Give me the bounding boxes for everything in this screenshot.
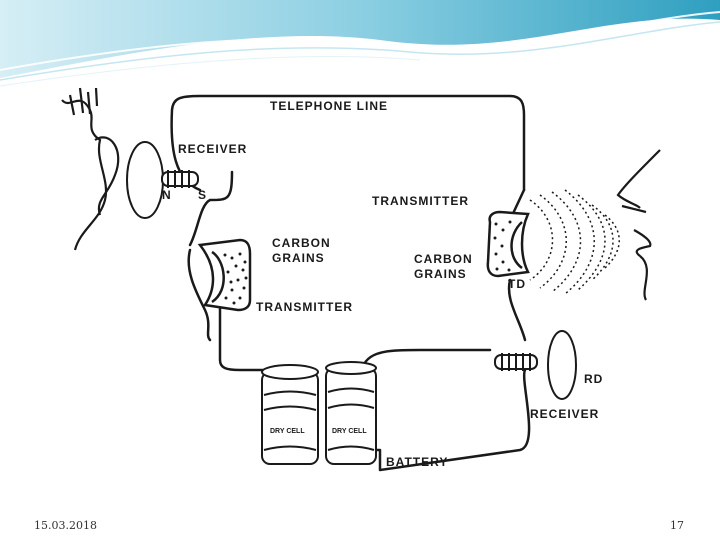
right-receiver-label: RECEIVER	[530, 407, 599, 421]
slide-page-number: 17	[670, 519, 684, 532]
header-wave-decoration	[0, 0, 720, 87]
right-carbon-label: CARBON	[414, 252, 473, 266]
slide-date: 15.03.2018	[34, 519, 97, 532]
battery-bottom-wire	[370, 368, 531, 472]
left-receiver-label: RECEIVER	[178, 142, 247, 156]
right-transmitter-icon	[486, 210, 530, 278]
dry-cell-1	[261, 364, 319, 465]
left-receiver-wire	[188, 170, 234, 247]
left-receiver-coil	[161, 170, 199, 188]
right-transmitter-label: TRANSMITTER	[372, 194, 469, 208]
left-transmitter-label: TRANSMITTER	[256, 300, 353, 314]
n-pole-label: N	[162, 188, 172, 202]
rd-label: RD	[584, 372, 603, 386]
left-transmitter-wire	[187, 248, 212, 342]
telephone-line-label: TELEPHONE LINE	[270, 99, 388, 113]
battery-label: BATTERY	[386, 455, 448, 469]
battery-right-wire	[358, 348, 492, 377]
right-receiver-diaphragm	[547, 330, 577, 400]
dry-cell-2-label: DRY CELL	[332, 428, 367, 435]
td-label: TD	[508, 277, 526, 291]
left-battery-wire	[218, 298, 282, 372]
dry-cell-2	[325, 361, 377, 465]
telephone-line-wire	[170, 94, 526, 192]
dry-cell-1-label: DRY CELL	[270, 428, 305, 435]
left-transmitter-icon	[197, 238, 252, 312]
left-carbon-label: CARBON	[272, 236, 331, 250]
listener-head-icon	[61, 87, 164, 251]
speaker-face-icon	[616, 149, 661, 301]
sound-waves-icon	[529, 189, 620, 295]
right-receiver-coil	[494, 353, 538, 371]
s-pole-label: S	[198, 188, 207, 202]
right-td-wire	[507, 278, 527, 342]
right-grains-label: GRAINS	[414, 267, 467, 281]
left-grains-label: GRAINS	[272, 251, 325, 265]
